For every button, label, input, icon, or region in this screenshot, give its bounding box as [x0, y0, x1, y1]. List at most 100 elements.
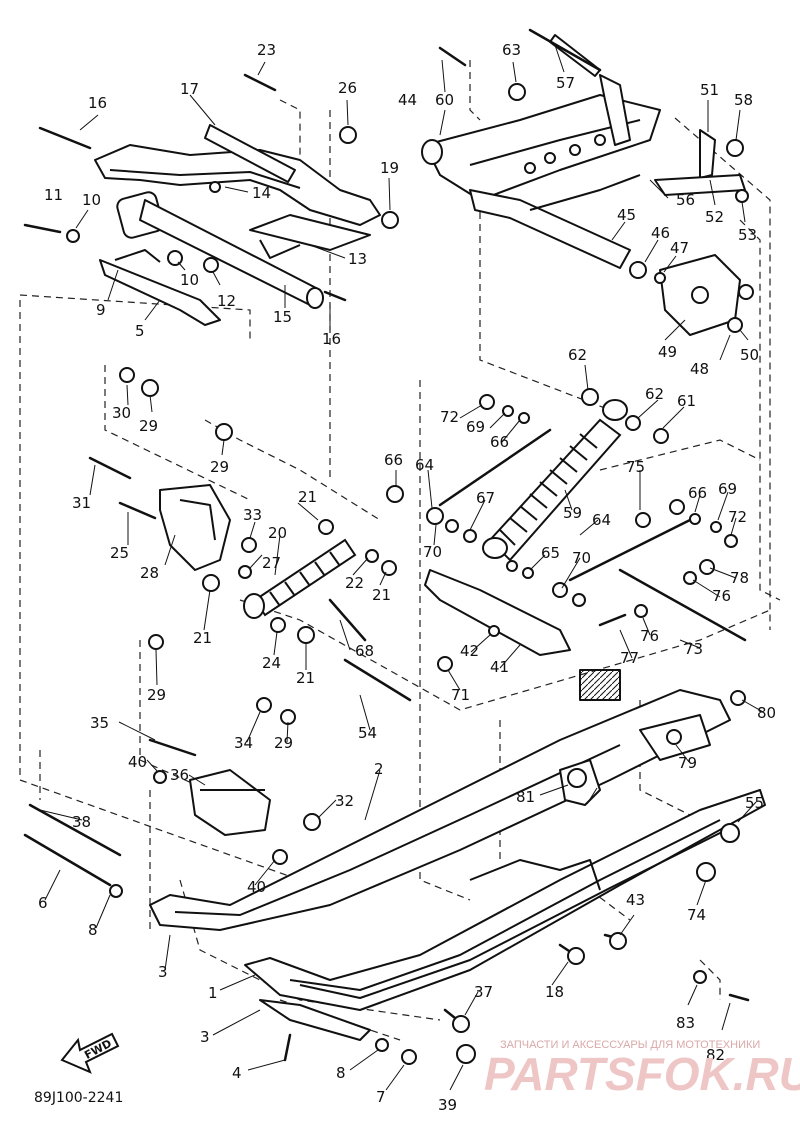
label-45: 45: [617, 206, 636, 224]
label-48: 48: [690, 360, 709, 378]
label-10: 10: [82, 191, 101, 209]
label-33: 33: [243, 506, 262, 524]
watermark-logo: PARTSFOK.RU: [484, 1048, 800, 1100]
fwd-arrow-icon: FWD: [60, 1032, 120, 1074]
label-2: 2: [374, 760, 384, 778]
label-9: 9: [96, 301, 106, 319]
label-1: 1: [208, 984, 218, 1002]
label-60: 60: [435, 91, 454, 109]
label-76b: 76: [640, 627, 659, 645]
label-52: 52: [705, 208, 724, 226]
label-15: 15: [273, 308, 292, 326]
label-78: 78: [730, 569, 749, 587]
label-4: 4: [232, 1064, 242, 1082]
label-7: 7: [376, 1088, 386, 1106]
label-36: 36: [170, 766, 189, 784]
label-38: 38: [72, 813, 91, 831]
label-6: 6: [38, 894, 48, 912]
label-11: 11: [44, 186, 63, 204]
label-13: 13: [348, 250, 367, 268]
label-32: 32: [335, 792, 354, 810]
label-27: 27: [262, 554, 281, 572]
label-21d: 21: [296, 669, 315, 687]
label-69b: 69: [718, 480, 737, 498]
label-62b: 62: [645, 385, 664, 403]
label-72b: 72: [728, 508, 747, 526]
label-81: 81: [516, 788, 535, 806]
rods-and-bolts: [23, 28, 750, 1062]
label-61: 61: [677, 392, 696, 410]
label-67a: 67: [476, 489, 495, 507]
label-66c: 66: [688, 484, 707, 502]
label-16b: 16: [322, 330, 341, 348]
front-arm-assembly: [94, 124, 381, 326]
label-57: 57: [556, 74, 575, 92]
label-21a: 21: [298, 488, 317, 506]
label-74: 74: [687, 906, 706, 924]
label-64b: 64: [592, 511, 611, 529]
diagram-ref-code: 89J100-2241: [34, 1090, 123, 1106]
label-70b: 70: [572, 549, 591, 567]
label-42: 42: [460, 642, 479, 660]
brackets: [159, 484, 621, 836]
label-35: 35: [90, 714, 109, 732]
label-29b: 29: [210, 458, 229, 476]
label-40a: 40: [128, 753, 147, 771]
label-30: 30: [112, 404, 131, 422]
small-parts: [66, 83, 754, 1065]
label-21c: 21: [193, 629, 212, 647]
label-34: 34: [234, 734, 253, 752]
label-62a: 62: [568, 346, 587, 364]
leader-lines: [39, 44, 764, 1091]
label-8b: 8: [336, 1064, 346, 1082]
label-65: 65: [541, 544, 560, 562]
label-3a: 3: [158, 963, 168, 981]
label-69a: 69: [466, 418, 485, 436]
label-19: 19: [380, 159, 399, 177]
label-16: 16: [88, 94, 107, 112]
watermark-tagline: ЗАПЧАСТИ И АКСЕССУАРЫ ДЛЯ МОТОТЕХНИКИ: [500, 1039, 760, 1051]
part-labels: 23 26 19 16 17 14 11 10 10 12 9 5 13 15 …: [38, 41, 776, 1114]
label-79: 79: [678, 754, 697, 772]
label-23: 23: [257, 41, 276, 59]
label-18: 18: [545, 983, 564, 1001]
label-66a: 66: [490, 433, 509, 451]
label-75: 75: [626, 458, 645, 476]
label-14: 14: [252, 184, 271, 202]
label-29c: 29: [147, 686, 166, 704]
label-76a: 76: [712, 587, 731, 605]
label-29a: 29: [139, 417, 158, 435]
label-26: 26: [338, 79, 357, 97]
label-39: 39: [438, 1096, 457, 1114]
label-56: 56: [676, 191, 695, 209]
label-71: 71: [451, 686, 470, 704]
label-8a: 8: [88, 921, 98, 939]
label-72a: 72: [440, 408, 459, 426]
label-44: 44: [398, 91, 417, 109]
label-28: 28: [140, 564, 159, 582]
rear-arm-assembly: [421, 34, 746, 336]
label-25: 25: [110, 544, 129, 562]
label-24: 24: [262, 654, 281, 672]
label-49: 49: [658, 343, 677, 361]
label-73: 73: [684, 640, 703, 658]
label-46: 46: [651, 224, 670, 242]
label-37: 37: [474, 983, 493, 1001]
label-66b: 66: [384, 451, 403, 469]
label-55: 55: [745, 794, 764, 812]
label-29d: 29: [274, 734, 293, 752]
label-64a: 64: [415, 456, 434, 474]
label-82: 82: [706, 1046, 725, 1064]
label-17: 17: [180, 80, 199, 98]
watermark: ЗАПЧАСТИ И АКСЕССУАРЫ ДЛЯ МОТОТЕХНИКИ PA…: [484, 1039, 800, 1100]
label-12: 12: [217, 292, 236, 310]
shock-absorbers: [243, 399, 628, 619]
label-58: 58: [734, 91, 753, 109]
label-21b: 21: [372, 586, 391, 604]
label-54: 54: [358, 724, 377, 742]
label-41: 41: [490, 658, 509, 676]
label-53: 53: [738, 226, 757, 244]
label-10b: 10: [180, 271, 199, 289]
label-83: 83: [676, 1014, 695, 1032]
label-40b: 40: [247, 878, 266, 896]
